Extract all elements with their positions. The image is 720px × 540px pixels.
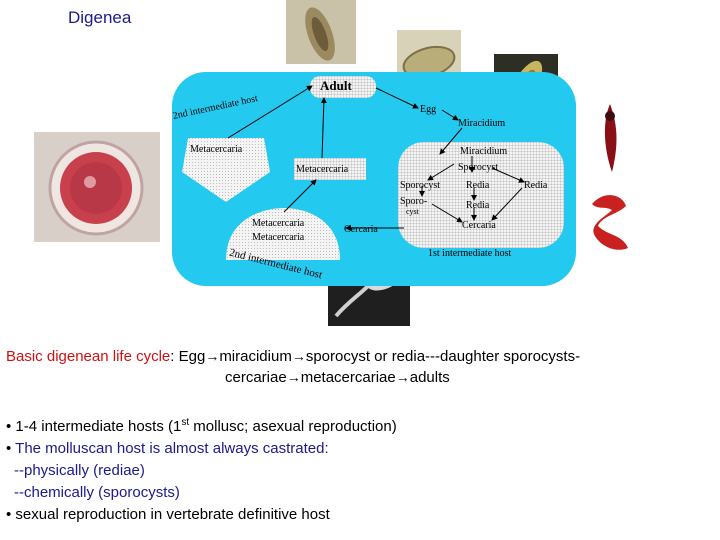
arrow-icon: → (291, 348, 306, 364)
life-cycle-label: Basic digenean life cycle (6, 348, 171, 365)
bullet-item: • sexual reproduction in vertebrate defi… (6, 506, 330, 523)
redia-photo (590, 100, 632, 176)
adult-fluke-photo (286, 0, 356, 64)
box-miracidium: Miracidium (460, 146, 508, 157)
bullet-text: 1-4 intermediate hosts (1 (15, 418, 182, 435)
box-redia-1: Redia (466, 180, 490, 191)
box-sporo: Sporo- (400, 196, 428, 207)
stage-miracidium: miracidium (219, 348, 292, 365)
arrow-icon: → (205, 348, 220, 364)
sporocyst-photo (588, 184, 632, 256)
stage-sporocyst: sporocyst or redia---daughter sporocysts… (305, 348, 581, 365)
arrow-icon: → (286, 369, 301, 385)
metacercaria-cyst-photo (34, 132, 160, 242)
slide-title: Digenea (68, 8, 132, 27)
life-cycle-colon: : (170, 348, 179, 365)
sub-item: --physically (rediae) (14, 462, 145, 479)
box-redia-right: Redia (524, 180, 548, 191)
pentagon-box (182, 138, 270, 202)
egg-label: Egg (420, 104, 437, 115)
metacercaria-bottom-1: Metacercaria (252, 218, 305, 229)
sub-item: --chemically (sporocysts) (14, 484, 180, 501)
egg-photo (397, 30, 461, 88)
stage-cercariae: cercariae (225, 369, 287, 386)
metacercaria-left-label: Metacercaria (190, 144, 243, 155)
life-cycle-diagram: Adult Egg Miracidium 2nd intermediate ho… (172, 72, 576, 286)
box-cyst: cyst (406, 207, 419, 216)
bullet-text: mollusc; asexual reproduction) (189, 418, 397, 435)
box-sporocyst: Sporocyst (458, 162, 498, 173)
stage-metacercariae: metacercariae (300, 369, 396, 386)
metacercaria-middle-box (294, 158, 366, 180)
dome-box (226, 208, 340, 260)
stage-egg: Egg (178, 348, 206, 365)
cercaria-label: Cercaria (344, 224, 378, 235)
adult-box (310, 76, 376, 98)
superscript: st (181, 417, 190, 428)
bullet-list: • 1-4 intermediate hosts (1st mollusc; a… (6, 412, 606, 526)
bullet-item: • 1-4 intermediate hosts (1st mollusc; a… (6, 417, 397, 435)
stage-adults: adults (409, 369, 450, 386)
box-redia-2: Redia (466, 200, 490, 211)
first-host-label: 1st intermediate host (428, 248, 512, 259)
life-cycle-summary: Basic digenean life cycle: Egg→miracidiu… (6, 346, 716, 388)
diagram-arrows (227, 85, 525, 231)
bullet-item: • The molluscan host is almost always ca… (6, 440, 329, 457)
adult-label: Adult (320, 78, 352, 93)
box-cercaria: Cercaria (462, 220, 496, 231)
life-cycle-line2: cercariae→metacercariae→adults (6, 367, 716, 388)
first-host-box (398, 142, 564, 248)
bullet-text: The molluscan host is almost always cast… (15, 440, 329, 457)
arrow-icon: → (395, 369, 410, 385)
box-sporocyst-left: Sporocyst (400, 180, 440, 191)
metacercaria-middle-label: Metacercaria (296, 164, 349, 175)
miracidium-label: Miracidium (458, 118, 506, 129)
bullet-text: sexual reproduction in vertebrate defini… (15, 506, 330, 523)
metacercaria-bottom-2: Metacercaria (252, 232, 305, 243)
